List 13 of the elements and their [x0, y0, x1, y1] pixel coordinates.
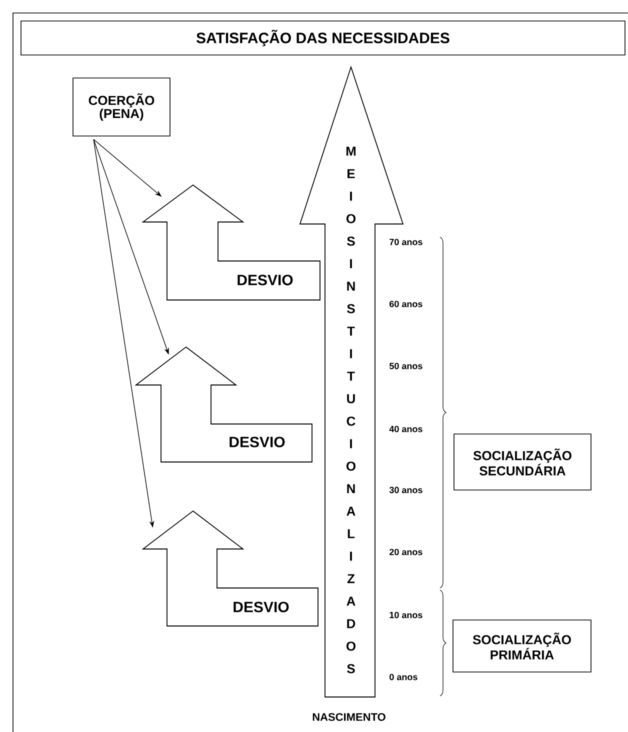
age-label: 30 anos: [389, 486, 422, 494]
age-label: 50 anos: [389, 362, 422, 370]
birth-label: NASCIMENTO: [312, 713, 386, 721]
text-box: COERÇÃO (PENA): [72, 78, 170, 136]
age-label: 0 anos: [390, 674, 418, 680]
title-box: SATISFAÇÃO DAS NECESSIDADES: [20, 20, 626, 56]
age-label: 60 anos: [390, 300, 422, 308]
age-label: 40 anos: [389, 426, 422, 432]
age-label: 20 anos: [390, 548, 422, 556]
age-label: 10 anos: [390, 612, 422, 618]
text-box: SOCIALIZAÇÃO PRIMÁRIA: [452, 620, 592, 672]
text-box: SOCIALIZAÇÃO SECUNDÁRIA: [454, 434, 592, 490]
age-label: 70 anos: [390, 238, 422, 246]
